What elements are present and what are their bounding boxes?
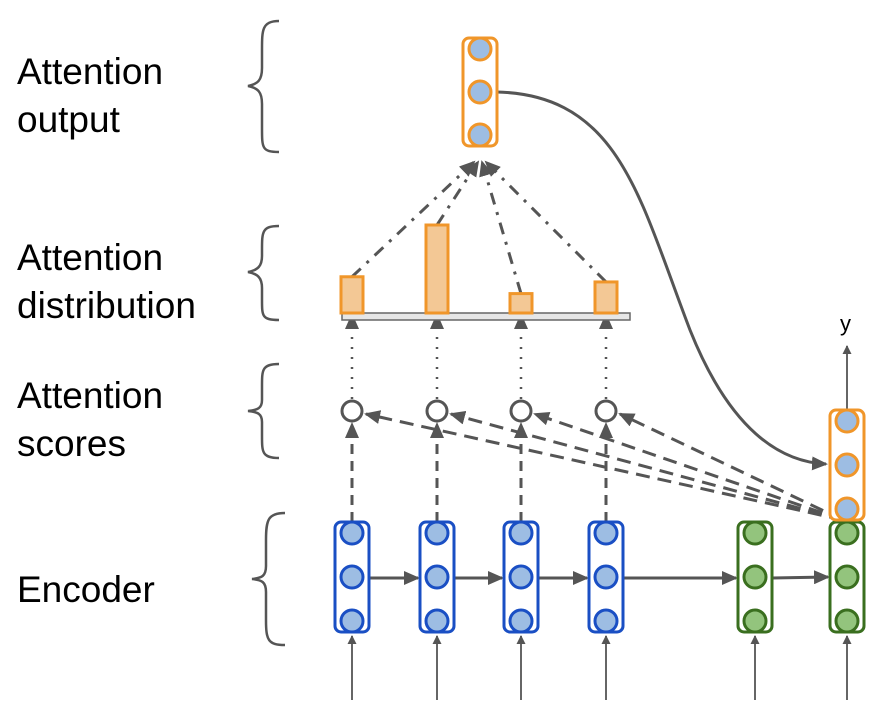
encoder-hidden-state xyxy=(418,520,456,634)
neuron xyxy=(593,520,619,546)
neuron xyxy=(467,79,493,105)
neuron xyxy=(742,608,768,634)
decoder-output-vector xyxy=(828,408,866,522)
neuron xyxy=(467,122,493,148)
brace-attention-output-icon xyxy=(247,19,280,154)
distribution-to-output-arrow xyxy=(479,160,523,295)
neuron xyxy=(834,452,860,478)
encoder-hidden-state xyxy=(587,520,625,634)
neuron xyxy=(834,496,860,522)
attention-bar xyxy=(339,275,365,315)
neuron xyxy=(339,520,365,546)
neuron xyxy=(834,520,860,546)
neuron xyxy=(834,564,860,590)
neuron xyxy=(467,36,493,62)
distribution-to-output-arrow xyxy=(350,160,476,278)
attention-score-node xyxy=(425,399,449,423)
distribution-to-output-arrow xyxy=(484,160,608,284)
neuron xyxy=(424,608,450,634)
output-y-label: y xyxy=(840,311,851,336)
brace-attention-scores-icon xyxy=(247,362,280,460)
attention-bar xyxy=(424,223,450,315)
attention-output-vector xyxy=(461,36,499,148)
neuron xyxy=(339,564,365,590)
decoder-hidden-state xyxy=(828,520,866,634)
decoder-recurrence-arrow xyxy=(771,570,830,585)
neuron xyxy=(508,608,534,634)
encoder-hidden-state xyxy=(502,520,540,634)
decoder-to-score-arrow xyxy=(618,412,844,522)
attention-output-curve xyxy=(496,90,828,471)
decoder-to-score-arrow xyxy=(533,411,844,522)
brace-group xyxy=(247,19,286,647)
decoder-hidden-state xyxy=(736,520,774,634)
neuron xyxy=(424,564,450,590)
neuron xyxy=(424,520,450,546)
attention-bar xyxy=(593,280,619,315)
distribution-axis xyxy=(341,312,631,321)
neuron xyxy=(742,564,768,590)
label-encoder: Encoder xyxy=(17,569,155,610)
neuron xyxy=(339,608,365,634)
neuron xyxy=(508,564,534,590)
neuron xyxy=(834,608,860,634)
attention-bar xyxy=(508,292,534,315)
neuron xyxy=(593,564,619,590)
encoder-hidden-state xyxy=(333,520,371,634)
decoder-to-score-arrow xyxy=(364,410,844,522)
decoder-to-score-arrow xyxy=(449,410,844,522)
distribution-to-output-arrow xyxy=(435,160,480,226)
neuron xyxy=(508,520,534,546)
label-attention-distribution: Attention distribution xyxy=(17,237,196,326)
attention-score-node xyxy=(340,399,364,423)
label-attention-scores: Attention scores xyxy=(17,375,164,464)
attention-score-node xyxy=(594,399,618,423)
neuron xyxy=(834,408,860,434)
brace-encoder-icon xyxy=(251,511,286,647)
brace-attention-distribution-icon xyxy=(247,224,280,322)
neuron xyxy=(593,608,619,634)
label-attention-output: Attention output xyxy=(17,51,164,140)
neuron xyxy=(742,520,768,546)
attention-score-node xyxy=(509,399,533,423)
